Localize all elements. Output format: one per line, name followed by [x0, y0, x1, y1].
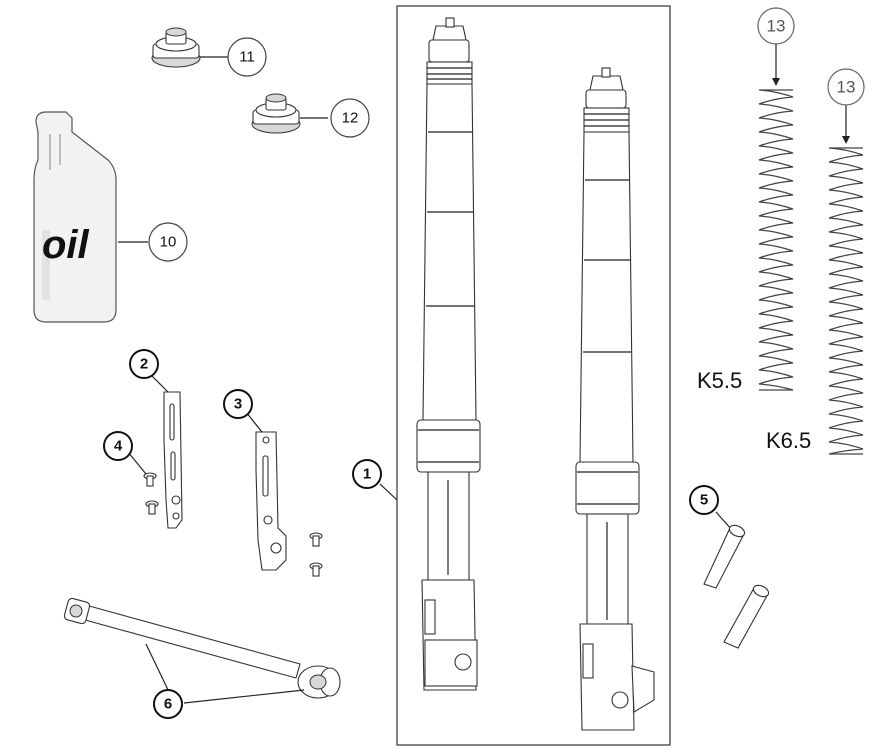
- svg-text:1: 1: [363, 466, 371, 483]
- small-screw-4d: [309, 562, 323, 577]
- spring-k5-5: [758, 89, 794, 391]
- callout-13a: 13: [757, 7, 795, 45]
- svg-text:13: 13: [837, 78, 856, 97]
- fork-leg-right: [575, 67, 655, 731]
- axle: [63, 597, 341, 699]
- small-screw-4c: [309, 532, 323, 547]
- fork-assembly-frame: [396, 5, 671, 746]
- spring-label-k6-5: K6.5: [766, 428, 811, 453]
- bracket-3: [255, 431, 287, 571]
- oil-bottle-label: oil: [42, 223, 90, 267]
- spring-k6-5: [828, 147, 864, 455]
- svg-text:3: 3: [234, 396, 242, 413]
- bracket-2: [163, 391, 183, 529]
- svg-text:13: 13: [767, 17, 786, 36]
- small-screw-4a: [143, 472, 157, 487]
- svg-text:5: 5: [700, 492, 708, 509]
- svg-text:12: 12: [342, 110, 359, 127]
- callout-3: 3: [223, 389, 253, 419]
- spring-label-k5-5: K5.5: [697, 368, 742, 393]
- callout-2: 2: [129, 349, 159, 379]
- callout-4: 4: [103, 431, 133, 461]
- callout-5: 5: [689, 485, 719, 515]
- small-screw-4b: [145, 500, 159, 515]
- svg-text:2: 2: [140, 356, 148, 373]
- svg-text:6: 6: [164, 696, 172, 713]
- callout-13b: 13: [827, 68, 865, 106]
- svg-text:11: 11: [239, 49, 255, 66]
- callout-10: 10: [148, 222, 188, 262]
- callout-1: 1: [352, 459, 382, 489]
- long-screw-5a: [703, 524, 746, 589]
- callout-12: 12: [330, 98, 370, 138]
- svg-text:10: 10: [160, 234, 177, 251]
- fork-leg-left: [416, 17, 481, 691]
- oil-bottle: oil: [33, 111, 117, 323]
- long-screw-5b: [723, 584, 770, 649]
- cap-nut-12: [251, 93, 301, 134]
- cap-nut-11: [151, 27, 201, 68]
- svg-text:4: 4: [114, 438, 123, 455]
- callout-6: 6: [153, 689, 183, 719]
- callout-11: 11: [227, 37, 267, 77]
